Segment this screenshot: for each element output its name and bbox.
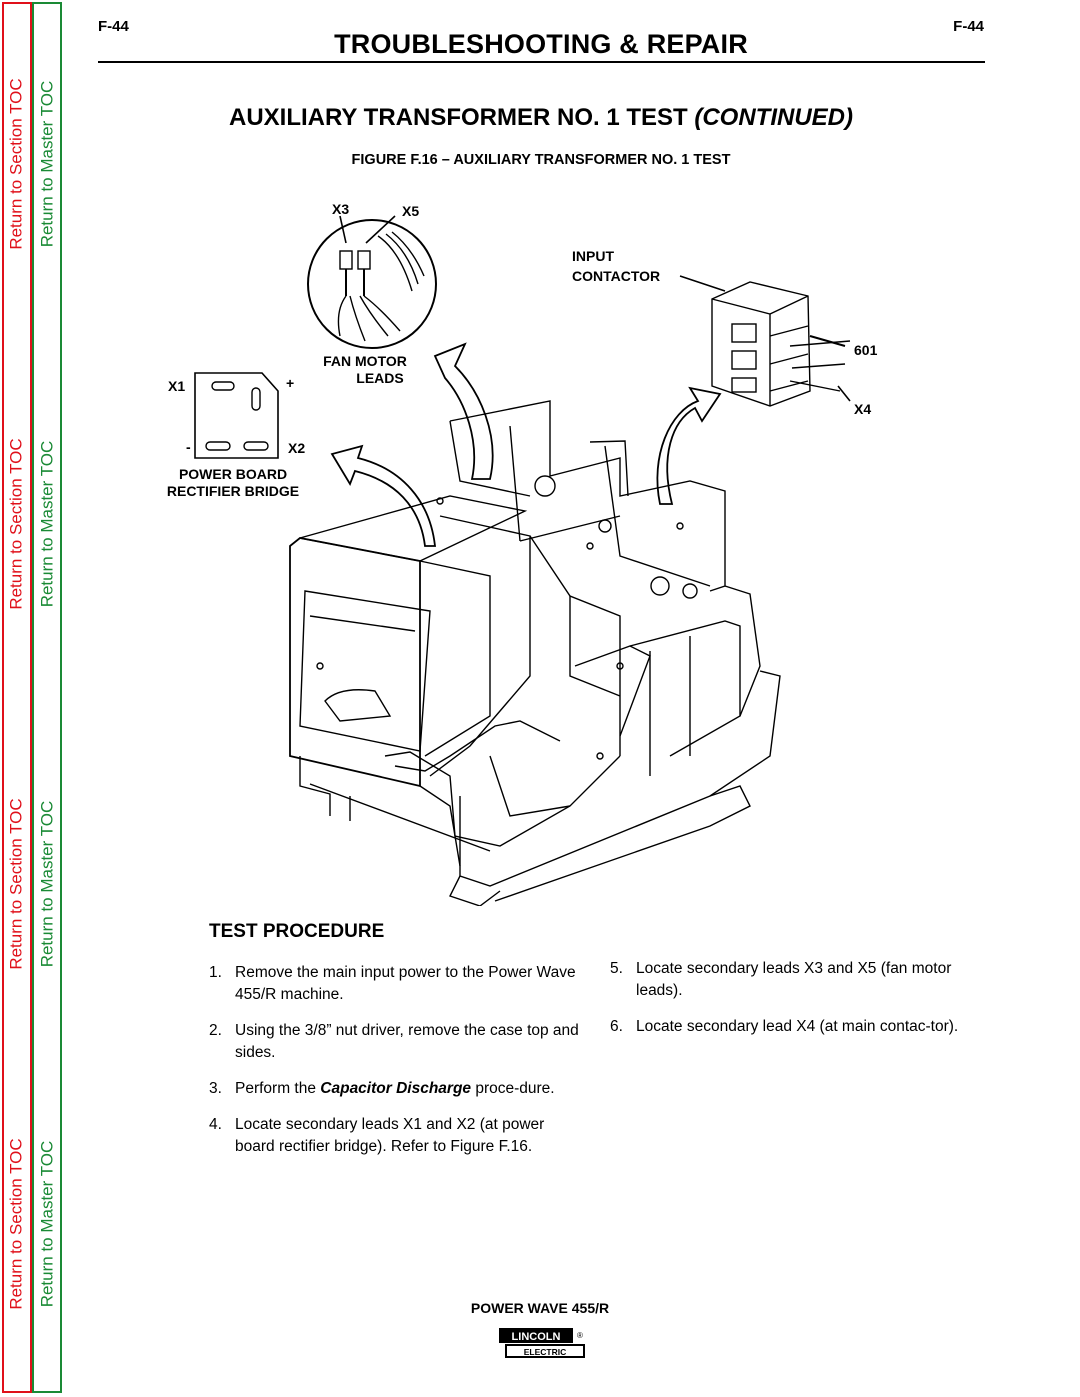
procedure-step: 6. Locate secondary lead X4 (at main cont… — [610, 1016, 986, 1038]
page-header-title: TROUBLESHOOTING & REPAIR — [334, 29, 748, 59]
step-number: 3. — [209, 1080, 222, 1097]
header-divider — [98, 61, 985, 63]
step-text: Using the 3/8” nut driver, remove the ca… — [235, 1022, 579, 1061]
label-leads: LEADS — [356, 370, 403, 386]
label-601: 601 — [854, 342, 878, 358]
label-x5: X5 — [402, 203, 419, 219]
master-toc-label: Return to Master TOC — [37, 800, 57, 968]
step-text: Remove the main input power to the Power… — [235, 964, 576, 1003]
step-text-after: proce-dure. — [471, 1080, 555, 1097]
label-contactor: CONTACTOR — [572, 268, 660, 284]
logo-text-lincoln: LINCOLN — [512, 1331, 561, 1343]
power-board-rectifier-drawing — [194, 372, 279, 459]
callout-arrows — [330, 342, 722, 547]
step-text: Locate secondary leads X1 and X2 (at pow… — [235, 1116, 545, 1155]
footer-model-name: POWER WAVE 455/R — [470, 1300, 610, 1316]
step-number: 4. — [209, 1116, 222, 1133]
procedure-step: 5. Locate secondary leads X3 and X5 (fan … — [610, 958, 986, 1002]
return-to-master-toc-link[interactable]: Return to Master TOC — [34, 1074, 60, 1374]
master-toc-label: Return to Master TOC — [37, 1140, 57, 1308]
procedure-step: 1. Remove the main input power to the Pow… — [209, 962, 579, 1006]
step-number: 6. — [610, 1018, 623, 1035]
logo-registered-mark: ® — [577, 1331, 583, 1340]
master-toc-label: Return to Master TOC — [37, 80, 57, 248]
procedure-step: 2. Using the 3/8” nut driver, remove the … — [209, 1020, 579, 1064]
procedure-step: 4. Locate secondary leads X1 and X2 (at p… — [209, 1114, 579, 1158]
return-to-master-toc-link[interactable]: Return to Master TOC — [34, 14, 60, 314]
return-to-section-toc-link[interactable]: Return to Section TOC — [4, 374, 30, 674]
machine-chassis — [289, 400, 781, 906]
procedure-step: 3. Perform the Capacitor Discharge proce-… — [209, 1078, 579, 1100]
return-to-master-toc-link[interactable]: Return to Master TOC — [34, 374, 60, 674]
logo-text-electric: ELECTRIC — [524, 1347, 567, 1357]
step-number: 1. — [209, 964, 222, 981]
input-contactor-drawing — [679, 275, 851, 407]
section-toc-label: Return to Section TOC — [7, 798, 27, 970]
return-to-section-toc-link[interactable]: Return to Section TOC — [4, 734, 30, 1034]
label-fan-motor: FAN MOTOR — [323, 353, 407, 369]
label-input: INPUT — [572, 248, 614, 264]
capacitor-discharge-link[interactable]: Capacitor Discharge — [320, 1080, 472, 1097]
return-to-section-toc-link[interactable]: Return to Section TOC — [4, 14, 30, 314]
return-to-section-toc-link[interactable]: Return to Section TOC — [4, 1074, 30, 1374]
label-power-board: POWER BOARD — [179, 466, 287, 482]
test-procedure-heading: TEST PROCEDURE — [209, 921, 385, 942]
label-rectifier-bridge: RECTIFIER BRIDGE — [167, 483, 299, 499]
section-title-main: AUXILIARY TRANSFORMER NO. 1 TEST — [228, 104, 688, 131]
section-toc-strip: Return to Section TOC Return to Section … — [2, 2, 32, 1393]
label-minus: - — [186, 439, 191, 455]
page-number-right: F-44 — [953, 18, 984, 35]
master-toc-strip: Return to Master TOC Return to Master TO… — [32, 2, 62, 1393]
return-to-master-toc-link[interactable]: Return to Master TOC — [34, 734, 60, 1034]
procedure-steps-left: 1. Remove the main input power to the Pow… — [209, 962, 579, 1172]
section-title: AUXILIARY TRANSFORMER NO. 1 TEST (CONTIN… — [98, 104, 984, 132]
section-toc-label: Return to Section TOC — [7, 78, 27, 250]
step-text: Perform the Capacitor Discharge proce-du… — [235, 1078, 579, 1100]
label-x4: X4 — [854, 401, 871, 417]
procedure-steps-right: 5. Locate secondary leads X3 and X5 (fan … — [610, 958, 986, 1052]
step-number: 2. — [209, 1022, 222, 1039]
lincoln-electric-logo: LINCOLN ELECTRIC ® — [495, 1326, 585, 1360]
figure-transformer-test: X3 X5 INPUT CONTACTOR 601 X4 FAN MOTOR L… — [150, 196, 910, 906]
section-toc-label: Return to Section TOC — [7, 438, 27, 610]
figure-caption: FIGURE F.16 – AUXILIARY TRANSFORMER NO. … — [351, 152, 731, 168]
master-toc-label: Return to Master TOC — [37, 440, 57, 608]
section-toc-label: Return to Section TOC — [7, 1138, 27, 1310]
label-x1: X1 — [168, 378, 185, 394]
step-text: Locate secondary lead X4 (at main contac… — [636, 1018, 959, 1035]
label-x2: X2 — [288, 440, 305, 456]
step-number: 5. — [610, 960, 623, 977]
figure-labels: X3 X5 INPUT CONTACTOR 601 X4 FAN MOTOR L… — [167, 201, 878, 499]
step-text: Locate secondary leads X3 and X5 (fan mo… — [636, 960, 952, 999]
section-title-suffix: (CONTINUED) — [694, 104, 854, 131]
label-plus: + — [286, 375, 294, 391]
step-text-before: Perform the — [235, 1080, 321, 1097]
machine-drawing: X3 X5 INPUT CONTACTOR 601 X4 FAN MOTOR L… — [167, 201, 878, 906]
label-x3: X3 — [332, 201, 349, 217]
fan-motor-leads-inset — [307, 215, 437, 349]
page-number-left: F-44 — [98, 18, 129, 35]
